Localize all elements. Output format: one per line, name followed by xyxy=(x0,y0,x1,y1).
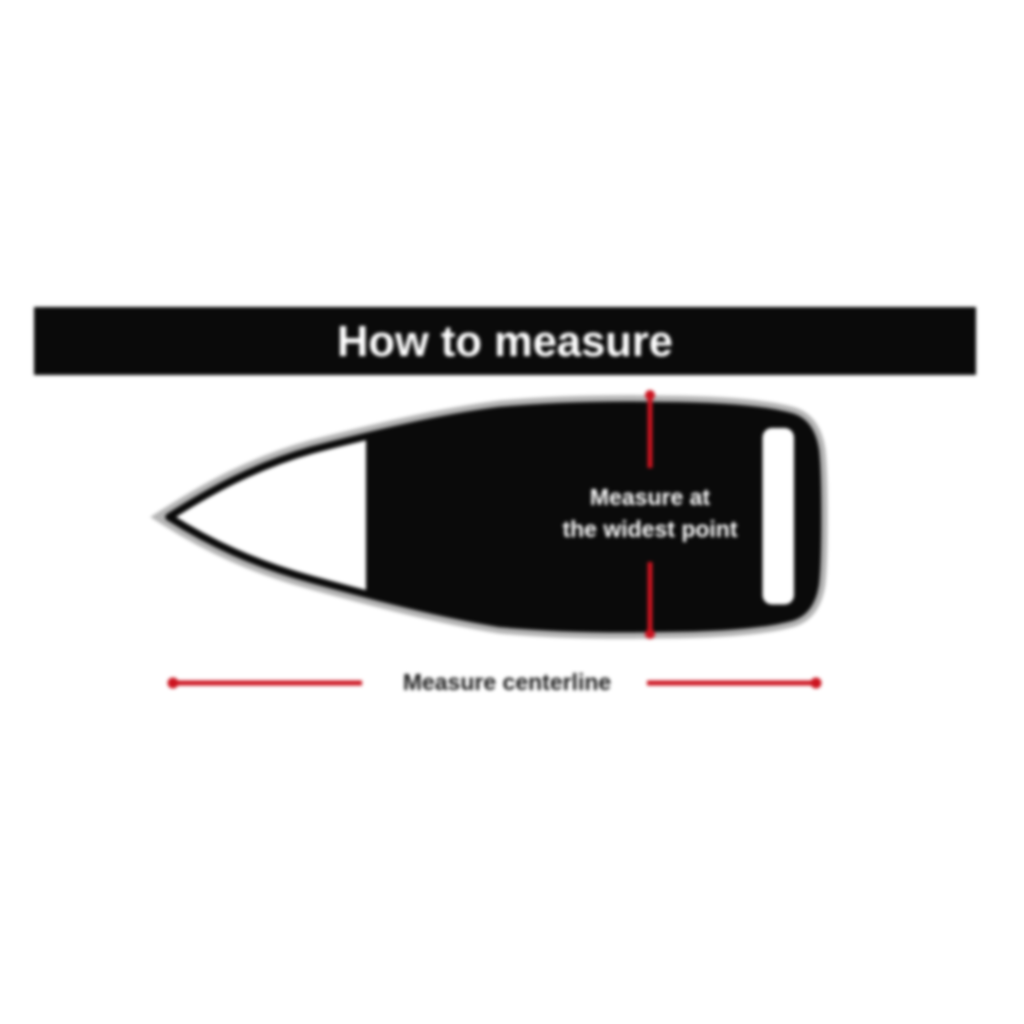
svg-text:the widest point: the widest point xyxy=(562,516,737,542)
svg-text:How to measure: How to measure xyxy=(337,318,673,366)
svg-text:Measure centerline: Measure centerline xyxy=(403,669,611,695)
svg-text:Measure at: Measure at xyxy=(590,484,711,510)
